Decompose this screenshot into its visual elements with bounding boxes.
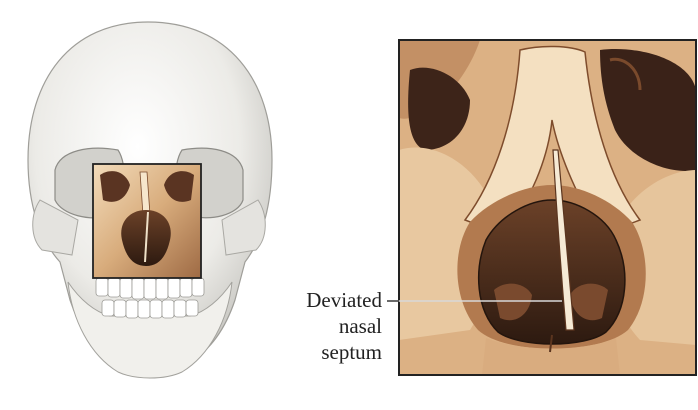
upper-teeth	[96, 278, 204, 299]
nasal-cavity-inset	[399, 40, 696, 375]
skull-illustration	[28, 22, 272, 378]
label-line-2: nasal	[262, 313, 382, 339]
skull-nasal-highlight	[93, 164, 201, 278]
septum-label: Deviated nasal septum	[262, 287, 382, 365]
label-line-1: Deviated	[262, 287, 382, 313]
label-line-3: septum	[262, 339, 382, 365]
lower-teeth	[102, 300, 198, 318]
